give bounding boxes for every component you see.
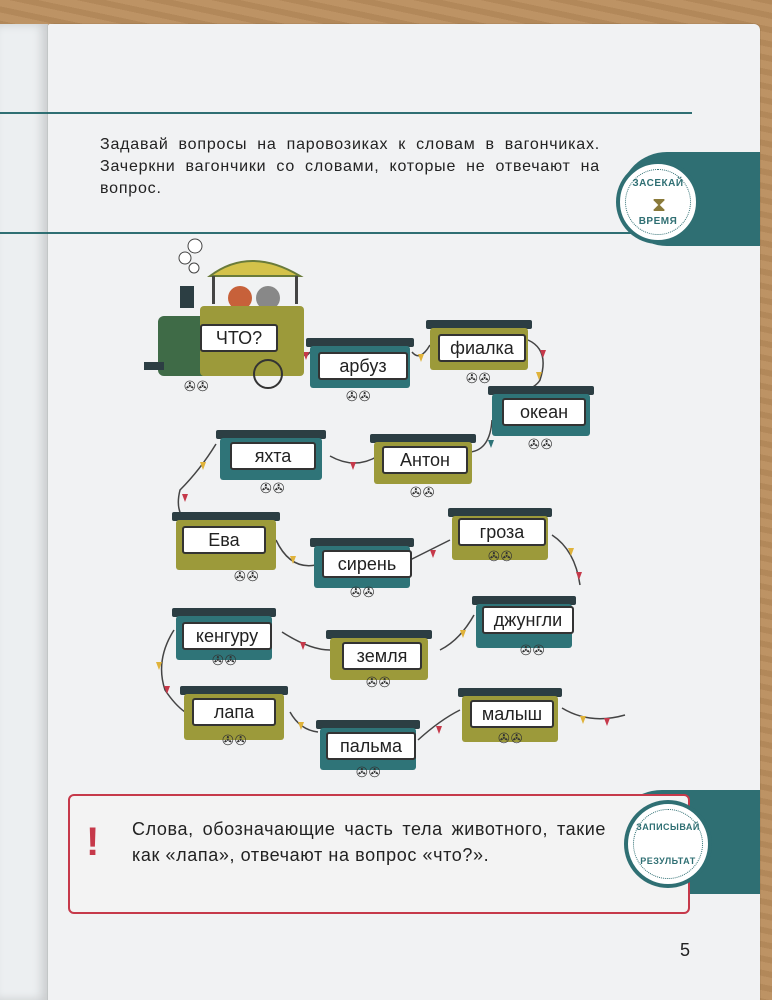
- wagon-word: океан: [502, 398, 586, 426]
- exclamation-icon: !: [86, 820, 100, 864]
- badge-bottom-line2: РЕЗУЛЬТАТ: [640, 856, 696, 866]
- wagon-word: арбуз: [318, 352, 408, 380]
- wagon-word: сирень: [322, 550, 412, 578]
- rule-note-text: Слова, обозначающие часть тела животного…: [132, 819, 606, 865]
- left-page-rule: [0, 112, 48, 114]
- rule-note-box: [68, 794, 690, 914]
- wagon-word: яхта: [230, 442, 316, 470]
- wagon-word: малыш: [470, 700, 554, 728]
- left-page-rule: [0, 232, 48, 234]
- wagon-word: Ева: [182, 526, 266, 554]
- left-page-edge: [0, 24, 48, 1000]
- instruction-text: Задавай вопросы на паровозиках к словам …: [100, 136, 600, 197]
- wagon-word: Антон: [382, 446, 468, 474]
- wagon-wheels: ✇✇: [222, 732, 248, 748]
- wagon-wheels: ✇✇: [260, 480, 286, 496]
- badge-bottom-line1: ЗАПИСЫВАЙ: [636, 822, 700, 832]
- wagon-wheels: ✇✇: [366, 674, 392, 690]
- wagon-wheels: ✇✇: [234, 568, 260, 584]
- hourglass-icon: ⧗: [652, 194, 667, 216]
- record-badge: ЗАПИСЫВАЙ РЕЗУЛЬТАТ: [624, 800, 712, 888]
- wagon-wheels: ✇✇: [212, 652, 238, 668]
- header-rule-bottom: [48, 232, 692, 234]
- wagon-word: фиалка: [438, 334, 526, 362]
- badge-ring: [625, 169, 691, 235]
- wagon-word: гроза: [458, 518, 546, 546]
- wagon-word: лапа: [192, 698, 276, 726]
- wagon-wheels: ✇✇: [520, 642, 546, 658]
- wagon-wheels: ✇✇: [410, 484, 436, 500]
- header-rule: [48, 112, 692, 114]
- badge-top-line1: ЗАСЕКАЙ: [632, 178, 684, 189]
- wagon-wheels: ✇✇: [466, 370, 492, 386]
- wagon-wheels: ✇✇: [498, 730, 524, 746]
- timer-badge: ЗАСЕКАЙ ⧗ ВРЕМЯ: [616, 160, 700, 244]
- wagon-wheels: ✇✇: [356, 764, 382, 780]
- wagon-wheels: ✇✇: [528, 436, 554, 452]
- wagon-word: пальма: [326, 732, 416, 760]
- wagon-word: джунгли: [482, 606, 574, 634]
- badge-ring: [633, 809, 703, 879]
- page-number: 5: [680, 940, 691, 960]
- wagon-wheels: ✇✇: [488, 548, 514, 564]
- locomotive-wheels: ✇✇: [184, 378, 210, 394]
- wagon-word: кенгуру: [182, 622, 272, 650]
- badge-top-line2: ВРЕМЯ: [638, 216, 678, 227]
- locomotive-label: ЧТО?: [200, 324, 278, 352]
- wagon-wheels: ✇✇: [346, 388, 372, 404]
- wagon-word: земля: [342, 642, 422, 670]
- locomotive: [144, 238, 304, 389]
- wagon-wheels: ✇✇: [350, 584, 376, 600]
